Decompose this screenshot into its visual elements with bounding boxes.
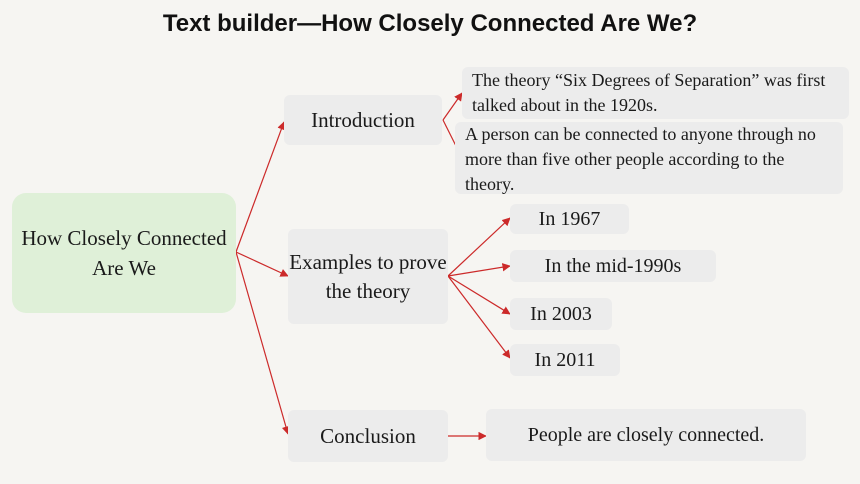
arrow-intro-to-note-1 [442, 92, 463, 121]
introduction-note-2-text: A person can be connected to anyone thro… [465, 124, 816, 194]
example-item-mid-1990s: In the mid-1990s [510, 250, 716, 282]
arrow-root-to-introduction [235, 121, 286, 253]
arrow-examples-to-mid-1990s [447, 263, 511, 277]
example-item-1967-label: In 1967 [538, 208, 601, 230]
example-item-2011-label: In 2011 [534, 349, 596, 371]
slide-title: Text builder—How Closely Connected Are W… [162, 10, 698, 37]
arrow-root-to-conclusion [235, 251, 290, 435]
example-item-1967: In 1967 [510, 204, 629, 234]
introduction-label: Introduction [311, 107, 415, 132]
introduction-node: Introduction [284, 95, 442, 145]
example-item-mid-1990s-label: In the mid-1990s [544, 255, 682, 277]
example-item-2003: In 2003 [510, 298, 612, 330]
examples-node: Examples to prove the theory [288, 229, 448, 324]
conclusion-node: Conclusion [288, 410, 448, 462]
arrow-examples-to-2011 [447, 275, 511, 359]
root-node: How Closely Connected Are We [12, 193, 236, 313]
arrow-examples-to-1967 [447, 217, 511, 277]
example-item-2011: In 2011 [510, 344, 620, 376]
introduction-note-1: The theory “Six Degrees of Separation” w… [462, 67, 849, 119]
introduction-note-2: A person can be connected to anyone thro… [455, 122, 843, 194]
conclusion-result-text: People are closely connected. [527, 424, 765, 446]
introduction-note-1-text: The theory “Six Degrees of Separation” w… [472, 70, 826, 115]
examples-label: Examples to prove the theory [289, 249, 447, 303]
conclusion-label: Conclusion [320, 423, 416, 448]
conclusion-result: People are closely connected. [486, 409, 806, 461]
root-label: How Closely Connected Are We [21, 226, 227, 280]
arrow-examples-to-2003 [447, 275, 511, 315]
arrow-root-to-examples [235, 251, 289, 277]
example-item-2003-label: In 2003 [530, 303, 592, 325]
